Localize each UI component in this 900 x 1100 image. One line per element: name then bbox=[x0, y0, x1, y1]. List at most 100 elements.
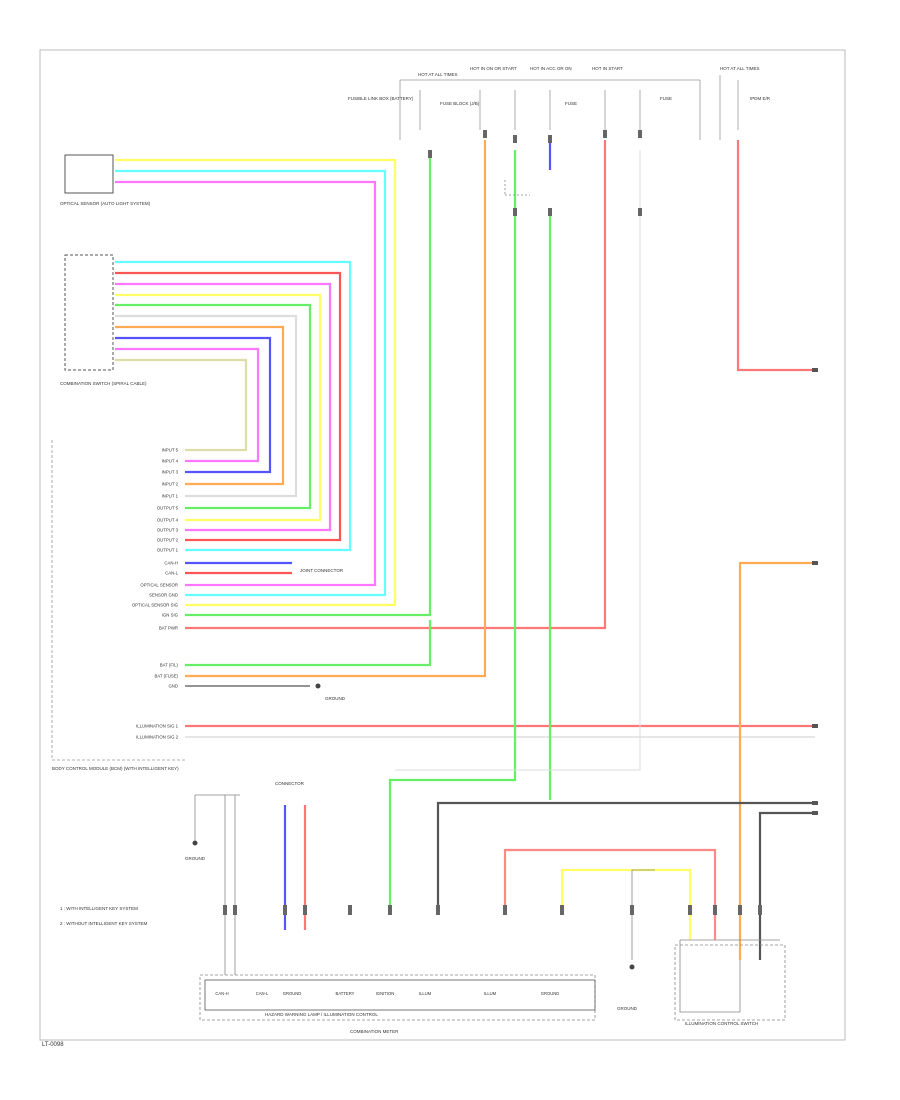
fuse-labels: HOT AT ALL TIMES HOT IN ON OR START HOT … bbox=[348, 66, 771, 106]
bcm-pin-label: OUTPUT 1 bbox=[157, 548, 179, 553]
bcm-pin-label: OUTPUT 5 bbox=[157, 506, 179, 511]
combination-meter-box bbox=[199, 974, 596, 1021]
connector-ticks bbox=[223, 130, 762, 915]
wire-orange-1 bbox=[115, 325, 285, 486]
wire-orange-2 bbox=[185, 140, 487, 678]
meter-pin-label: CAN-L bbox=[256, 991, 269, 996]
bcm-pin-label: BAT (FUSE) bbox=[155, 674, 179, 679]
meter-pin-labels: CAN-H CAN-L GROUND BATTERY IGNITION ILLUM ILLU… bbox=[215, 991, 559, 996]
footer-reference: LT-0098 bbox=[42, 1042, 64, 1048]
bcm-pin-label: INPUT 4 bbox=[162, 459, 179, 464]
wire-magenta-2 bbox=[115, 282, 332, 532]
optical-sensor-label: OPTICAL SENSOR (AUTO LIGHT SYSTEM) bbox=[60, 201, 151, 206]
wire-pink-2 bbox=[503, 848, 717, 940]
ground-symbols bbox=[192, 683, 635, 970]
wire-red-right bbox=[736, 140, 815, 372]
bcm-pin-label: GND bbox=[168, 684, 178, 689]
diagram-frame bbox=[39, 49, 846, 1041]
fuse-area bbox=[399, 75, 739, 140]
meter-pin-label: CAN-H bbox=[215, 991, 228, 996]
ground-a-icon bbox=[192, 840, 198, 846]
wire-magenta-3 bbox=[115, 347, 260, 463]
bcm-pin-label: ILLUMINATION SIG 1 bbox=[136, 724, 179, 729]
wire-green-3 bbox=[185, 620, 432, 667]
bcm-pin-label: INPUT 1 bbox=[162, 494, 179, 499]
ground-c-icon bbox=[315, 683, 321, 689]
bcm-pin-label: BAT (F/L) bbox=[160, 663, 179, 668]
bcm-pin-label: OUTPUT 3 bbox=[157, 528, 179, 533]
fuse-hot-5: HOT AT ALL TIMES bbox=[720, 66, 760, 71]
bcm-pin-label: OUTPUT 2 bbox=[157, 538, 179, 543]
legend-1: 1 : WITH INTELLIGENT KEY SYSTEM bbox=[60, 906, 138, 911]
ground-c-label: GROUND bbox=[325, 696, 346, 701]
wire-tan-1 bbox=[115, 358, 248, 452]
bcm-outline bbox=[51, 440, 185, 761]
legend-2: 2 : WITHOUT INTELLIGENT KEY SYSTEM bbox=[60, 921, 148, 926]
ground-b-icon bbox=[629, 964, 635, 970]
bcm-pin-label: OPTICAL SENSOR SIG bbox=[132, 603, 179, 608]
fuse-hot-4: HOT IN START bbox=[592, 66, 623, 71]
bcm-pin-label: CAN-L bbox=[165, 571, 179, 576]
fuse-hot-2: HOT IN ON OR START bbox=[470, 66, 517, 71]
combination-meter-label: COMBINATION METER bbox=[350, 1029, 399, 1034]
meter-pin-label: GROUND bbox=[541, 991, 560, 996]
right-edge-markers bbox=[812, 368, 818, 815]
bcm-pin-label: OUTPUT 4 bbox=[157, 518, 179, 523]
ground-a-label: GROUND bbox=[185, 856, 206, 861]
meter-pin-label: GROUND bbox=[283, 991, 302, 996]
combination-switch-label: COMBINATION SWITCH (SPIRAL CABLE) bbox=[60, 381, 147, 386]
ground-b-label: GROUND bbox=[617, 1006, 638, 1011]
fuse-label-4: FUSE bbox=[565, 101, 577, 106]
wire-blue-1 bbox=[115, 336, 272, 474]
meter-inner-box bbox=[204, 979, 596, 1011]
wire-green-1 bbox=[115, 303, 312, 510]
wire-yellow-1 bbox=[115, 158, 397, 607]
wire-dark-1 bbox=[436, 801, 815, 915]
optical-sensor-box bbox=[64, 154, 114, 194]
bcm-pin-label: INPUT 3 bbox=[162, 470, 179, 475]
fuse-hot-1: HOT AT ALL TIMES bbox=[418, 72, 458, 77]
bcm-pin-labels: INPUT 5 INPUT 4 INPUT 3 INPUT 2 INPUT 1 OUTPU… bbox=[132, 448, 179, 740]
illumination-switch-box bbox=[674, 944, 786, 1021]
wire-green-4 bbox=[388, 150, 517, 915]
wire-cyan-2 bbox=[115, 260, 352, 552]
meter-pin-label: ILLUM bbox=[484, 991, 497, 996]
joint-connector-label: JOINT CONNECTOR bbox=[300, 568, 344, 573]
bcm-pin-label: IGN SIG bbox=[162, 613, 179, 618]
fuse-hot-3: HOT IN ACC OR ON bbox=[530, 66, 572, 71]
connector-left-label: CONNECTOR bbox=[275, 781, 305, 786]
fuse-label-5: IPDM E/R bbox=[750, 96, 771, 101]
bcm-pin-label: BAT PWR bbox=[159, 626, 178, 631]
wire-orange-right bbox=[738, 561, 815, 960]
wire-green-2 bbox=[185, 150, 432, 617]
upper-wires bbox=[283, 140, 815, 960]
wire-red-1 bbox=[115, 271, 342, 542]
bcm-label: BODY CONTROL MODULE (BCM) (WITH INTELLIG… bbox=[52, 766, 179, 771]
wire-cyan-1 bbox=[115, 169, 387, 597]
wire-grey-drop bbox=[395, 150, 641, 771]
wire-magenta-1 bbox=[115, 180, 377, 587]
illumination-switch-label: ILLUMINATION CONTROL SWITCH bbox=[685, 1021, 758, 1026]
bcm-pin-label: CAN-H bbox=[164, 561, 178, 566]
meter-pin-label: ILLUM bbox=[419, 991, 432, 996]
wire-white-1 bbox=[115, 314, 298, 498]
wire-dark-2 bbox=[758, 811, 815, 960]
fuse-label-1: FUSIBLE LINK BOX (BATTERY) bbox=[348, 96, 414, 101]
bcm-pin-label: SENSOR GND bbox=[149, 593, 178, 598]
bcm-pin-label: OPTICAL SENSOR bbox=[140, 583, 178, 588]
wire-red-2 bbox=[185, 140, 607, 630]
meter-pin-label: IGNITION bbox=[376, 991, 395, 996]
cluster-bar-label: HAZARD WARNING LAMP / ILLUMINATION CONTR… bbox=[265, 1012, 378, 1017]
thin-branches bbox=[194, 180, 780, 1013]
bcm-pin-label: INPUT 2 bbox=[162, 482, 179, 487]
fuse-label-2: FUSE BLOCK (J/B) bbox=[440, 101, 480, 106]
bcm-pin-label: INPUT 5 bbox=[162, 448, 179, 453]
wire-yellow-2 bbox=[115, 293, 322, 522]
wire-yellow-3 bbox=[560, 868, 692, 940]
fuse-label-3: FUSE bbox=[660, 96, 672, 101]
meter-pin-label: BATTERY bbox=[336, 991, 355, 996]
wire-bundle bbox=[115, 140, 815, 738]
bcm-pin-label: ILLUMINATION SIG 2 bbox=[136, 735, 179, 740]
combination-switch-box bbox=[64, 254, 114, 371]
